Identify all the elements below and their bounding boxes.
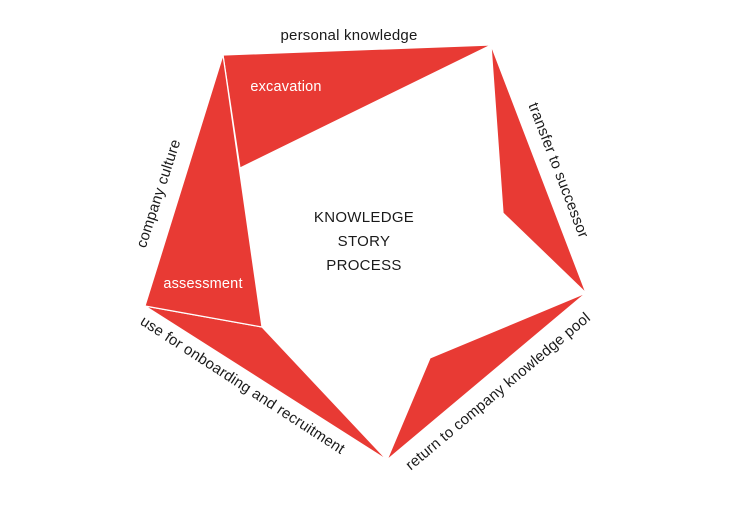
assessment-segment: [144, 54, 263, 328]
edge-top-label: personal knowledge: [280, 27, 417, 44]
center-title-line-2: STORY: [338, 233, 391, 250]
stage-application-label: application: [317, 375, 389, 391]
podcasts-courseware-segment: [386, 292, 587, 461]
stage-assessment-label: assessment: [163, 276, 242, 292]
crafting-segment: [490, 44, 587, 294]
stage-crafting-label: crafting: [435, 111, 484, 127]
stage-podcasts-label-line-2: courseware: [475, 291, 552, 307]
stage-podcasts-label-line-1: podcasts/: [481, 269, 546, 285]
stage-excavation-label: excavation: [250, 79, 321, 95]
excavation-segment: [222, 44, 492, 169]
center-title-line-1: KNOWLEDGE: [314, 209, 414, 226]
center-title-line-3: PROCESS: [326, 257, 401, 274]
